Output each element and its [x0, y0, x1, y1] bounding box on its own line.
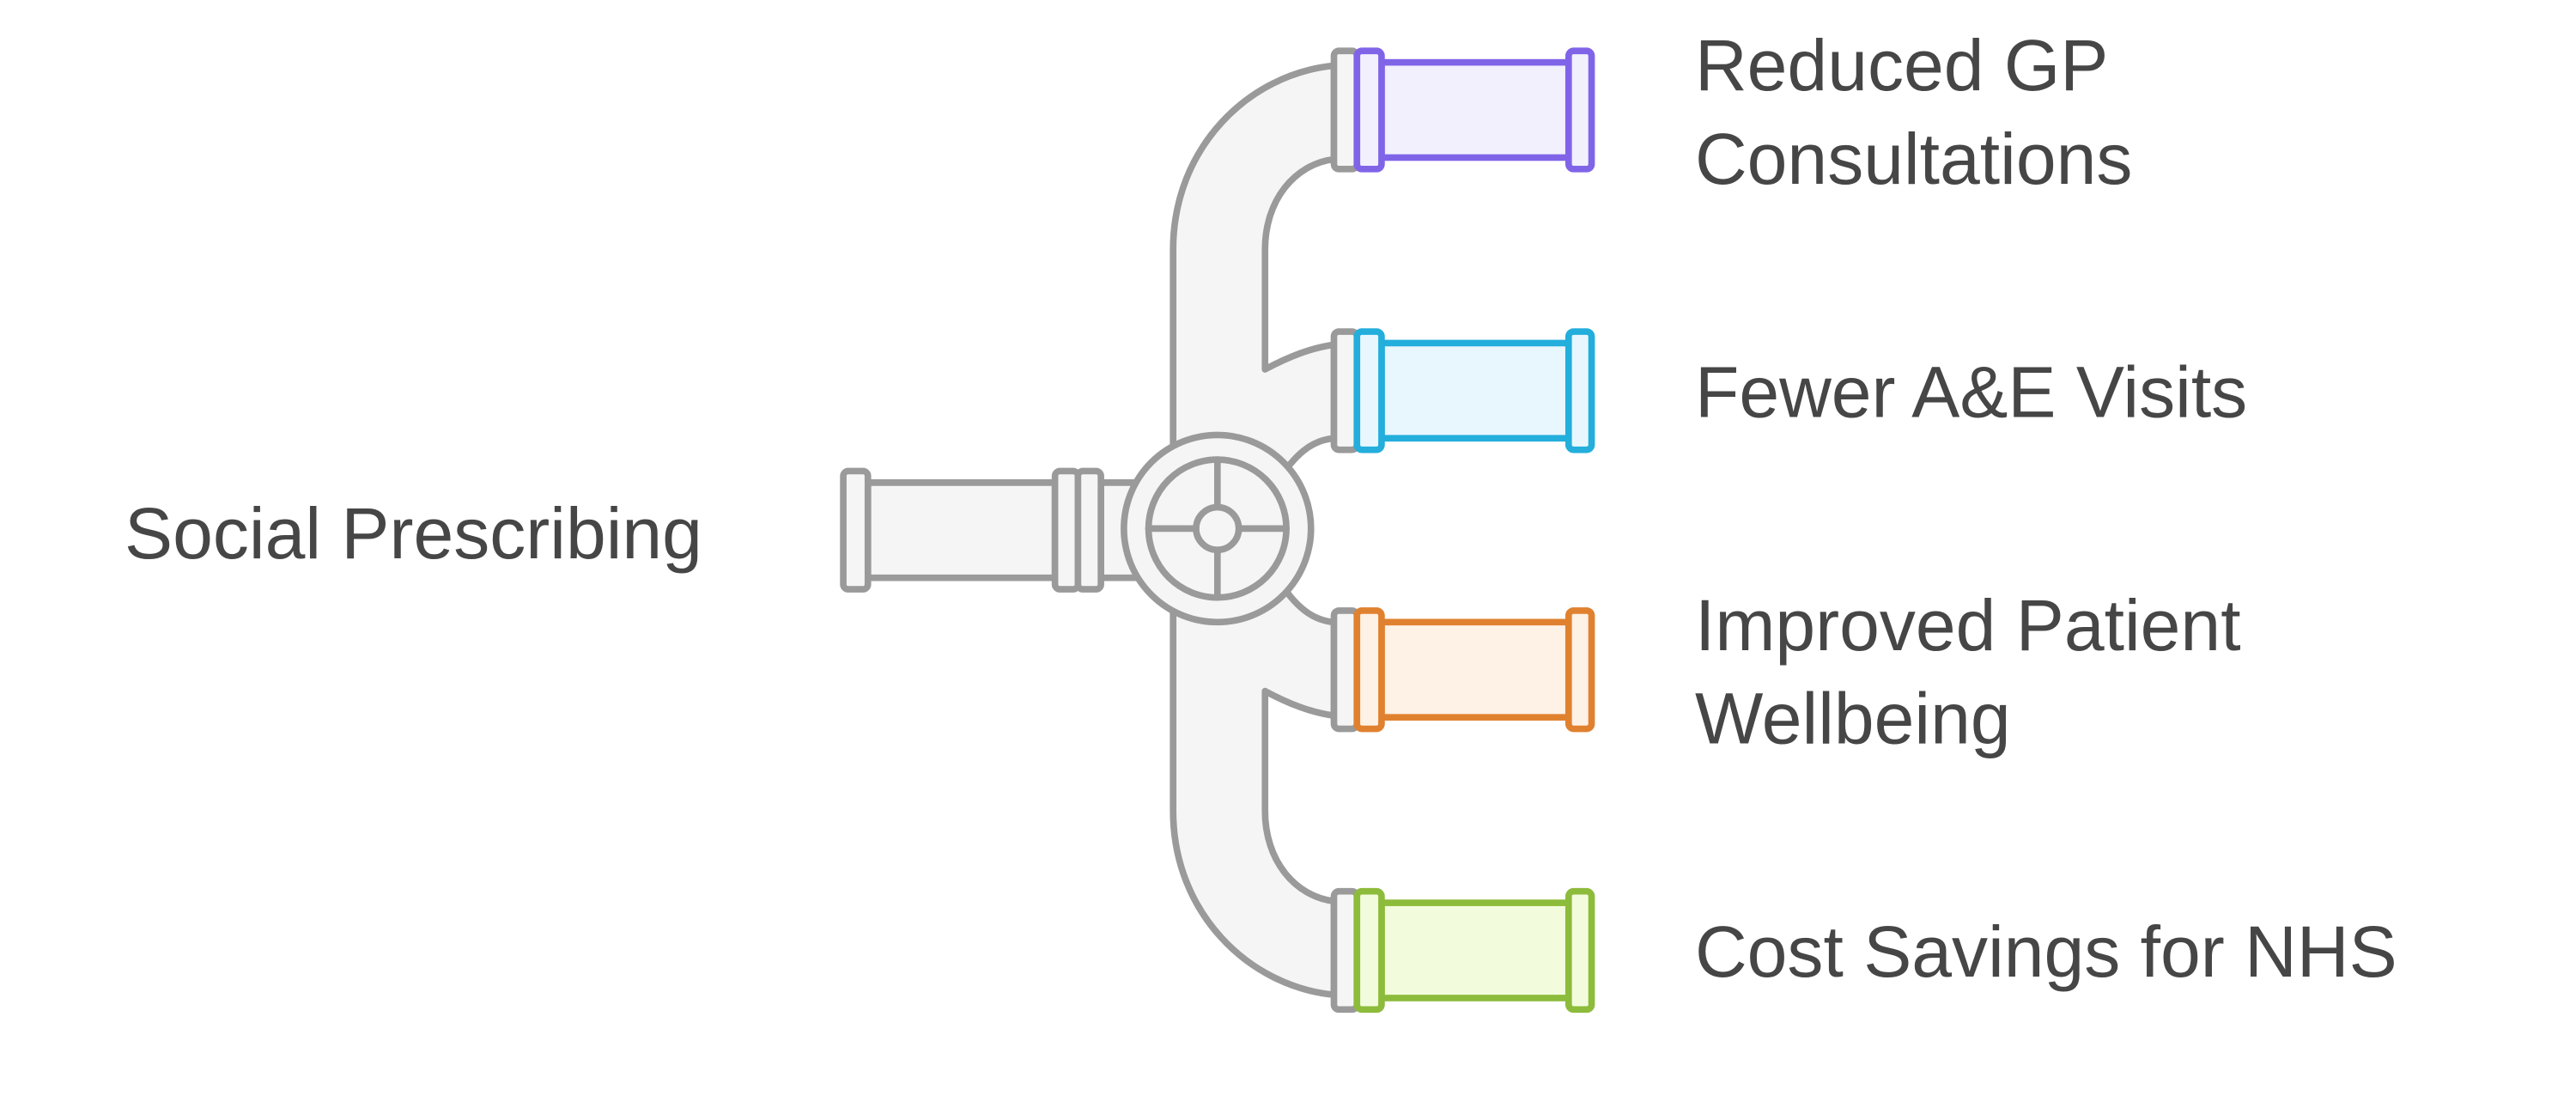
valve-wheel-icon: [1121, 431, 1315, 626]
outlet-end-cap: [1564, 328, 1595, 454]
source-label: Social Prescribing: [125, 493, 702, 574]
outlet-pipe-1: [1330, 47, 1595, 173]
outcome-label-line: Wellbeing: [1695, 679, 2011, 759]
outlet-flange: [1330, 887, 1361, 1014]
outlet-pipe-3: [1330, 607, 1595, 733]
outcome-label-4: Cost Savings for NHS: [1695, 911, 2397, 992]
outlet-collar: [1353, 887, 1385, 1014]
outcome-label-line: Cost Savings for NHS: [1695, 911, 2397, 992]
outlet-flange: [1330, 47, 1361, 173]
outlet-end-cap: [1564, 607, 1595, 733]
outlet-end-cap: [1564, 887, 1595, 1014]
outlet-collar: [1353, 607, 1385, 733]
outlet-collar: [1353, 47, 1385, 173]
manifold-upper: [1170, 62, 1338, 480]
outlet-body: [1378, 339, 1572, 442]
outlet-collar: [1353, 328, 1385, 454]
manifold-lower: [1170, 581, 1338, 998]
outlet-pipe-2: [1330, 328, 1595, 454]
input-pipe: [840, 467, 1144, 593]
outlet-flange: [1330, 328, 1361, 454]
outcome-label-1: Reduced GP Consultations: [1695, 25, 2132, 199]
outcome-label-line: Improved Patient: [1695, 585, 2241, 666]
outcome-label-line: Fewer A&E Visits: [1695, 351, 2247, 432]
outlet-end-cap: [1564, 47, 1595, 173]
outlet-body: [1378, 58, 1572, 161]
outlet-body: [1378, 899, 1572, 1001]
outcome-label-line: Reduced GP: [1695, 25, 2108, 106]
outcome-label-2: Fewer A&E Visits: [1695, 351, 2247, 432]
outlet-pipe-4: [1330, 887, 1595, 1014]
outlet-body: [1378, 618, 1572, 721]
outcome-label-line: Consultations: [1695, 119, 2132, 199]
outlet-flange: [1330, 607, 1361, 733]
